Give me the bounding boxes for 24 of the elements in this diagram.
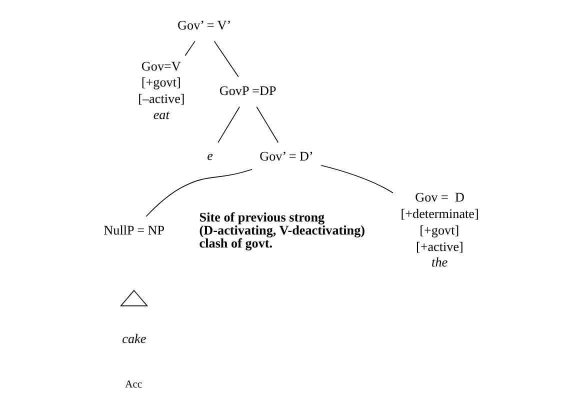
connector: [184, 40, 196, 56]
node-text: Gov = D: [415, 190, 464, 205]
node-text: NullP = NP: [104, 222, 165, 238]
connector: [146, 169, 253, 217]
node-label: [+govt]: [420, 222, 460, 238]
node-text: Gov’ = D’: [260, 148, 314, 164]
node-label: eat: [153, 106, 170, 122]
node-triangle: [120, 290, 148, 306]
node-label: [–active]: [138, 91, 185, 106]
connector: [256, 106, 279, 143]
node-label: [+active]: [416, 238, 464, 254]
connector: [320, 164, 394, 194]
node-text: e: [207, 148, 213, 163]
node-text: Gov=V: [141, 58, 181, 74]
node-label: the: [432, 254, 448, 270]
node-label: cake: [122, 330, 146, 346]
connector: [218, 106, 240, 143]
node-label: [+determinate]: [400, 206, 479, 222]
node-label: [+govt]: [141, 74, 181, 90]
node-text: GovP =DP: [219, 82, 276, 98]
label: Site of previous strong (D-activating, V-deactivating) clash of govt.: [199, 209, 366, 251]
connector: [214, 40, 239, 78]
label: Acc: [125, 380, 142, 391]
node-text: Gov’ = V’: [178, 17, 232, 32]
